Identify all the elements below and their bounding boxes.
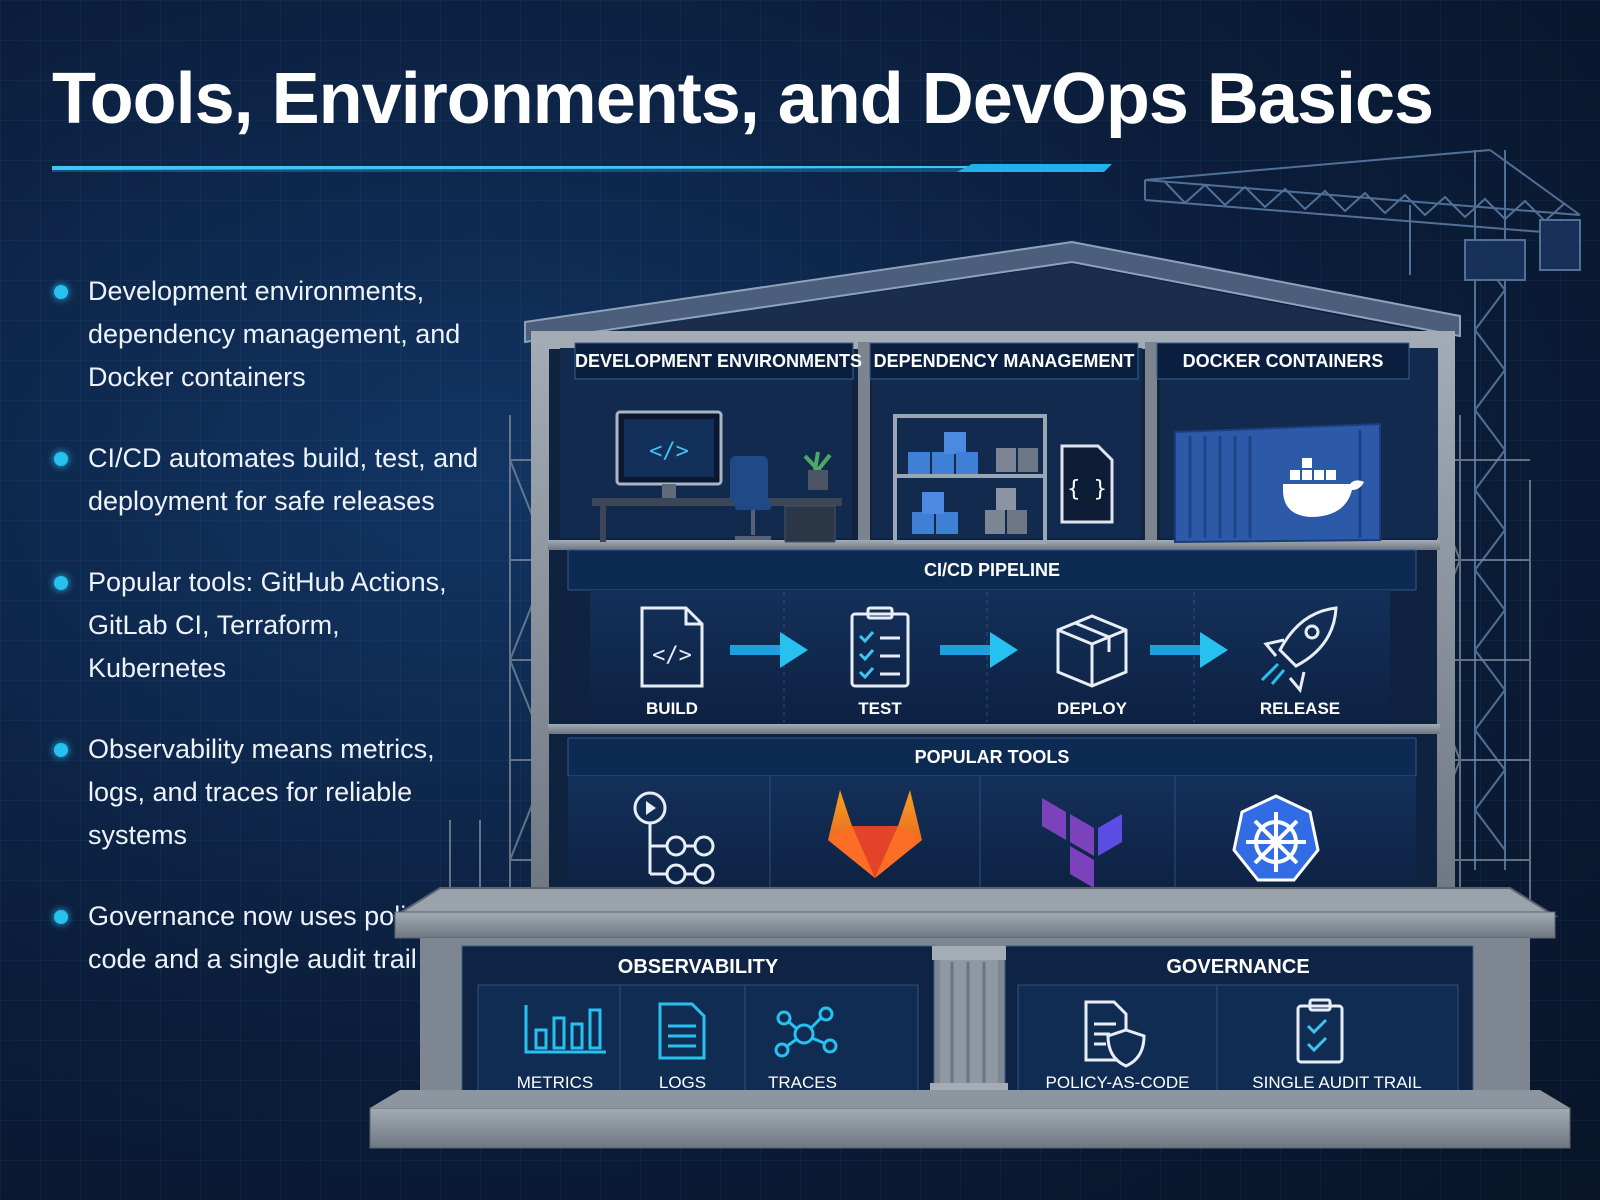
stage-label-test: TEST <box>858 699 902 718</box>
clipboard-check-icon <box>1296 998 1344 1064</box>
github-actions-icon <box>633 791 715 885</box>
terraform-icon <box>1042 798 1122 888</box>
checklist-icon <box>850 606 910 688</box>
bullet-list: Development environments, dependency man… <box>52 270 482 1019</box>
policy-as-code-label: POLICY-AS-CODE <box>1045 1073 1190 1092</box>
pipeline-label: CI/CD PIPELINE <box>923 560 1061 580</box>
bullet-dot-icon <box>54 910 68 924</box>
page-title: Tools, Environments, and DevOps Basics <box>52 59 1434 139</box>
room-label-dependency-management: DEPENDENCY MANAGEMENT <box>873 351 1135 371</box>
json-file-icon: { } <box>1060 444 1114 524</box>
arrow-icon <box>940 632 1018 668</box>
gitlab-icon <box>828 790 922 878</box>
crane-icon <box>1144 149 1581 870</box>
box-icon <box>1056 614 1128 688</box>
title-underline <box>52 164 1112 172</box>
room-label-development-environments: DEVELOPMENT ENVIRONMENTS <box>575 351 863 371</box>
docker-container-icon <box>1174 422 1381 544</box>
roof <box>524 240 1461 350</box>
bullet-item: CI/CD automates build, test, and deploym… <box>52 437 482 523</box>
room-label-docker-containers: DOCKER CONTAINERS <box>1182 351 1384 371</box>
bullet-text: Observability means metrics, logs, and t… <box>88 734 435 850</box>
bullet-text: Development environments, dependency man… <box>88 276 461 392</box>
stage-label-deploy: DEPLOY <box>1057 699 1127 718</box>
document-shield-icon <box>1084 1000 1146 1068</box>
code-file-icon: </> <box>640 606 704 688</box>
bullet-dot-icon <box>54 452 68 466</box>
pillar <box>930 946 1008 1099</box>
tools-label: POPULAR TOOLS <box>914 747 1070 767</box>
svg-text:{ }: { } <box>1067 477 1107 502</box>
single-audit-trail-label: SINGLE AUDIT TRAIL <box>1252 1073 1422 1092</box>
document-icon <box>658 1002 706 1060</box>
svg-text:</>: </> <box>649 439 689 464</box>
bullet-dot-icon <box>54 285 68 299</box>
bar-chart-icon <box>524 1005 606 1054</box>
stage-label-release: RELEASE <box>1259 699 1341 718</box>
kubernetes-icon <box>1232 794 1320 882</box>
network-graph-icon <box>774 1006 838 1058</box>
bullet-text: CI/CD automates build, test, and deploym… <box>88 443 479 516</box>
bullet-dot-icon <box>54 576 68 590</box>
bullet-text: Popular tools: GitHub Actions, GitLab CI… <box>88 567 447 683</box>
svg-text:</>: </> <box>652 643 692 668</box>
governance-label: GOVERNANCE <box>1166 956 1310 978</box>
metrics-label: METRICS <box>516 1073 594 1092</box>
observability-label: OBSERVABILITY <box>617 956 779 978</box>
logs-label: LOGS <box>658 1073 707 1092</box>
traces-label: TRACES <box>768 1073 837 1092</box>
stage-label-build: BUILD <box>646 699 698 718</box>
computer-desk-icon: </> <box>592 410 842 543</box>
bullet-item: Observability means metrics, logs, and t… <box>52 728 482 857</box>
bullet-item: Popular tools: GitHub Actions, GitLab CI… <box>52 561 482 690</box>
package-shelf-icon <box>893 414 1047 544</box>
bullet-dot-icon <box>54 743 68 757</box>
rocket-icon <box>1260 606 1338 694</box>
arrow-icon <box>1150 632 1228 668</box>
bullet-item: Development environments, dependency man… <box>52 270 482 399</box>
arrow-icon <box>730 632 808 668</box>
